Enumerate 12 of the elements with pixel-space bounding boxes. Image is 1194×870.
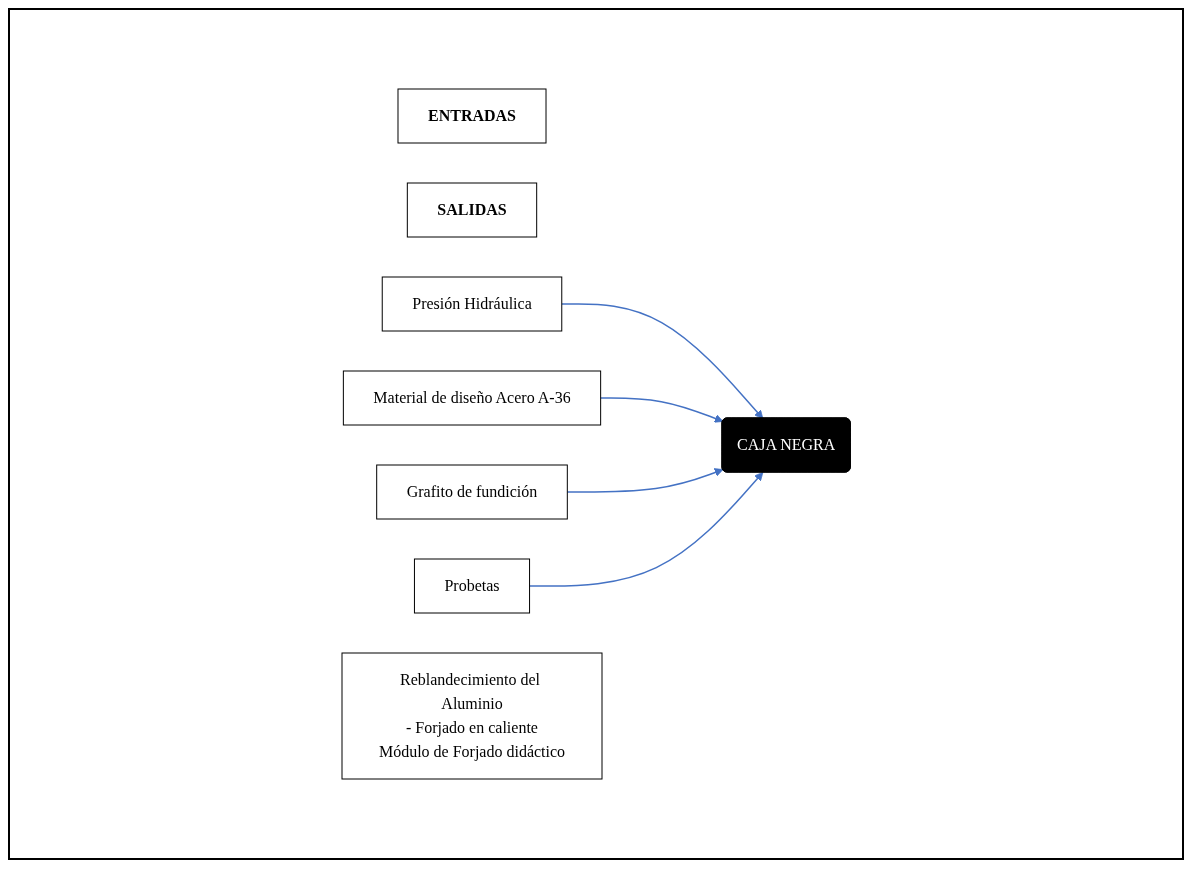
- node-box: [406, 182, 538, 238]
- arrow: [599, 397, 724, 423]
- arrow: [528, 472, 764, 587]
- arrow: [560, 303, 764, 419]
- node-box: [342, 370, 601, 426]
- node-box: [341, 652, 603, 780]
- node-box: [397, 88, 547, 144]
- diagram-frame: ENTRADAS SALIDAS Presión Hidráulica Material de diseño Acero A-36 Grafito de fundición Probetas CAJA NEGRA Reblandecimiento del Aluminio - Forjado en caliente Módulo de Forjado didáctico: [8, 8, 1184, 860]
- node-box: [413, 558, 530, 614]
- node-box: [376, 464, 568, 520]
- arrow: [566, 468, 724, 493]
- node-box: [381, 276, 563, 332]
